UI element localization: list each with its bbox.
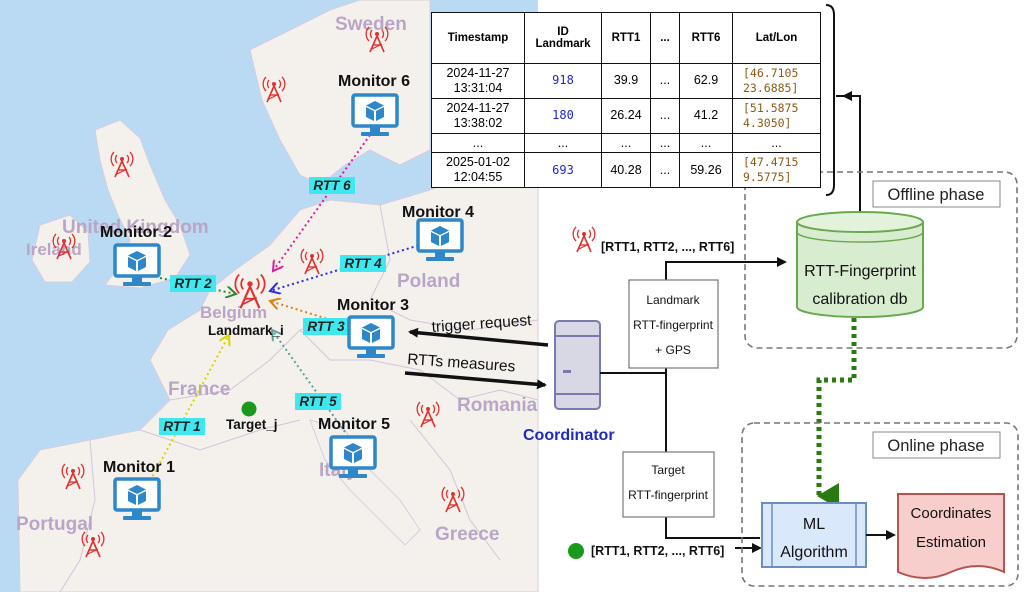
- trigger-request-label: trigger request: [431, 312, 533, 336]
- svg-text:RTT 4: RTT 4: [344, 256, 382, 271]
- ml-algorithm-box: ML Algorithm: [761, 502, 867, 568]
- table-brace: [825, 4, 835, 196]
- svg-text:ML: ML: [803, 516, 825, 533]
- offline-phase-frame: [744, 171, 1018, 349]
- rtt1-arrow: [147, 335, 229, 486]
- online-phase-label: Online phase: [872, 431, 1001, 459]
- col-header-timestamp: Timestamp: [431, 11, 525, 65]
- monitor-2-label: Monitor 2: [100, 224, 172, 241]
- svg-text:Target: Target: [651, 463, 685, 477]
- svg-text:RTT 6: RTT 6: [313, 178, 351, 193]
- rtt5-label: RTT 5: [295, 393, 341, 410]
- svg-text:Algorithm: Algorithm: [780, 544, 848, 561]
- col-header-ellipsis: ...: [650, 11, 680, 65]
- rtt2-label: RTT 2: [170, 275, 216, 292]
- svg-text:Landmark: Landmark: [646, 293, 700, 307]
- coordinator-label: Coordinator: [523, 427, 615, 444]
- monitor-6-label: Monitor 6: [338, 73, 410, 90]
- col-header-id-landmark: ID Landmark: [524, 11, 602, 65]
- svg-text:+ GPS: + GPS: [655, 343, 691, 357]
- rtt1-label: RTT 1: [159, 418, 205, 435]
- rtts-measures-arrow: [404, 371, 547, 390]
- table-header-row: Timestamp ID Landmark RTT1 ... RTT6 Lat/…: [431, 11, 821, 65]
- svg-text:RTT-fingerprint: RTT-fingerprint: [633, 318, 713, 332]
- svg-text:RTT 5: RTT 5: [299, 394, 337, 409]
- calibration-table: Timestamp ID Landmark RTT1 ... RTT6 Lat/…: [431, 11, 821, 188]
- country-label-ireland: Ireland: [26, 240, 82, 259]
- col-header-latlon: Lat/Lon: [732, 11, 821, 65]
- landmark-label: Landmark_i: [208, 323, 284, 338]
- country-label-belgium: Belgium: [200, 303, 267, 322]
- svg-text:Offline phase: Offline phase: [888, 186, 985, 204]
- country-label-sweden: Sweden: [335, 14, 407, 35]
- svg-text:Estimation: Estimation: [916, 534, 986, 551]
- svg-text:RTT 1: RTT 1: [163, 419, 200, 434]
- svg-text:RTT 2: RTT 2: [174, 276, 212, 291]
- svg-text:RTT-Fingerprint: RTT-Fingerprint: [804, 263, 916, 280]
- rtt4-label: RTT 4: [340, 255, 386, 272]
- great-britain: [94, 119, 191, 289]
- country-label-france: France: [168, 379, 230, 400]
- svg-text:Online phase: Online phase: [887, 437, 984, 455]
- svg-text:Coordinates: Coordinates: [911, 505, 992, 522]
- monitor-4-label: Monitor 4: [402, 204, 474, 221]
- svg-text:RTT-fingerprint: RTT-fingerprint: [628, 488, 708, 502]
- calibration-db-cylinder: RTT-Fingerprint calibration db: [796, 211, 924, 318]
- coordinates-estimation-document: Coordinates Estimation: [897, 493, 1005, 579]
- col-header-rtt1: RTT1: [601, 11, 651, 65]
- landmark-rtt-vector: [RTT1, RTT2, ..., RTT6]: [601, 240, 734, 254]
- monitor-5-label: Monitor 5: [318, 416, 390, 433]
- online-phase-frame: [741, 422, 1019, 587]
- rtt6-label: RTT 6: [309, 177, 355, 194]
- landmark-fingerprint-box: Landmark RTT-fingerprint + GPS: [628, 279, 719, 369]
- coordinator-server-icon: [554, 320, 601, 410]
- svg-text:RTT 3: RTT 3: [307, 319, 345, 334]
- country-label-poland: Poland: [397, 271, 460, 292]
- target-rtt-vector: [RTT1, RTT2, ..., RTT6]: [591, 544, 724, 558]
- target-fingerprint-box: Target RTT-fingerprint: [622, 451, 715, 518]
- target-flow-line: [665, 373, 760, 539]
- target-vector-dot: [568, 543, 584, 559]
- country-label-portugal: Portugal: [16, 514, 93, 535]
- monitor-1-label: Monitor 1: [103, 459, 175, 476]
- antenna-tower-icon: [572, 226, 596, 253]
- trigger-request-arrow: [408, 327, 549, 347]
- monitor-3-label: Monitor 3: [337, 297, 409, 314]
- table-row-ellipsis: ... ... ... ... ... ...: [431, 132, 821, 154]
- country-label-greece: Greece: [435, 524, 499, 545]
- rtt3-arrow: [270, 301, 351, 327]
- db-to-ml-arrow: [816, 318, 857, 509]
- rtt3-label: RTT 3: [303, 318, 349, 335]
- country-label-romania: Romania: [457, 395, 538, 416]
- target-dot: [241, 401, 257, 417]
- country-label-united-kingdom: United Kingdom: [62, 217, 209, 238]
- offline-phase-label: Offline phase: [872, 180, 1001, 208]
- col-header-rtt6: RTT6: [679, 11, 733, 65]
- scandinavia: [249, 0, 431, 186]
- svg-text:calibration db: calibration db: [812, 291, 907, 308]
- rtt5-arrow: [272, 330, 346, 433]
- db-to-table-line: [836, 95, 861, 213]
- target-label: Target_j: [226, 417, 278, 432]
